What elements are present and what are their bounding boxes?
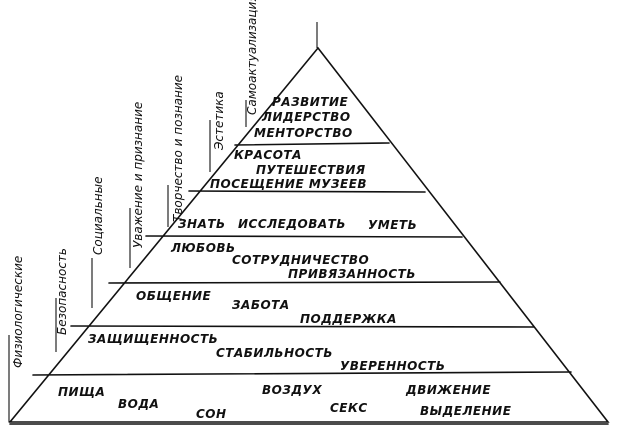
tier-5-item: ИССЛЕДОВАТЬ	[238, 217, 346, 231]
tier-2-item: СТАБИЛЬНОСТЬ	[216, 346, 333, 360]
tier-4-item: ЛЮБОВЬ	[170, 241, 236, 255]
tier-aesthetic: КРАСОТА ПУТЕШЕСТВИЯ ПОСЕЩЕНИЕ МУЗЕЕВ	[210, 148, 367, 191]
tier-5-item: УМЕТЬ	[368, 218, 417, 232]
tier-6-item: ПОСЕЩЕНИЕ МУЗЕЕВ	[210, 177, 367, 191]
tier-3-item: ОБЩЕНИЕ	[136, 289, 212, 303]
need-label-esteem: Уважение и признание	[131, 102, 145, 248]
tier-7-item: РАЗВИТИЕ	[272, 95, 349, 109]
tier-divider-2	[70, 325, 535, 328]
tier-3-item: ПОДДЕРЖКА	[300, 312, 397, 326]
tier-divider-5	[188, 190, 426, 193]
pyramid-outline	[8, 46, 610, 423]
tier-safety: ЗАЩИЩЕННОСТЬ СТАБИЛЬНОСТЬ УВЕРЕННОСТЬ	[88, 332, 446, 373]
tier-cognitive: ЗНАТЬ ИССЛЕДОВАТЬ УМЕТЬ	[178, 217, 417, 232]
tier-divider-4	[145, 235, 463, 238]
need-label-safety: Безопасность	[55, 248, 69, 335]
tier-divider-3	[108, 281, 501, 284]
tier-physiological: ПИЩА ВОДА СОН ВОЗДУХ СЕКС ДВИЖЕНИЕ ВЫДЕЛ…	[58, 383, 512, 421]
tier-3-item: ЗАБОТА	[232, 298, 290, 312]
tier-1-item: СЕКС	[330, 401, 368, 415]
need-label-physiological: Физиологические	[11, 256, 25, 368]
need-label-aesthetic: Эстетика	[212, 91, 226, 151]
tier-5-item: ЗНАТЬ	[178, 217, 226, 231]
tier-4-item: ПРИВЯЗАННОСТЬ	[288, 267, 416, 281]
tier-1-item: ПИЩА	[58, 385, 105, 399]
tier-2-item: ЗАЩИЩЕННОСТЬ	[88, 332, 218, 346]
tier-social-communication: ОБЩЕНИЕ ЗАБОТА ПОДДЕРЖКА	[136, 289, 397, 326]
tier-6-item: КРАСОТА	[234, 148, 302, 162]
tier-1-item: ВОДА	[118, 397, 159, 411]
tier-divider-1	[32, 371, 572, 376]
tier-7-item: ЛИДЕРСТВО	[261, 110, 351, 124]
tier-self-actualization: РАЗВИТИЕ ЛИДЕРСТВО МЕНТОРСТВО	[254, 95, 353, 140]
tier-4-item: СОТРУДНИЧЕСТВО	[232, 253, 369, 267]
need-label-cognitive: Творчество и познание	[171, 75, 185, 222]
tier-2-item: УВЕРЕННОСТЬ	[340, 359, 446, 373]
tier-1-item: ВОЗДУХ	[262, 383, 322, 397]
tier-1-item: ВЫДЕЛЕНИЕ	[420, 404, 512, 418]
need-label-social: Социальные	[91, 177, 105, 256]
tier-6-item: ПУТЕШЕСТВИЯ	[256, 163, 366, 177]
tier-1-item: СОН	[196, 407, 227, 421]
need-label-self-actualization: Самоактуализация	[245, 0, 259, 115]
tier-divider-6	[234, 142, 390, 146]
tier-social-love: ЛЮБОВЬ СОТРУДНИЧЕСТВО ПРИВЯЗАННОСТЬ	[170, 241, 416, 281]
tier-1-item: ДВИЖЕНИЕ	[405, 383, 491, 397]
tier-7-item: МЕНТОРСТВО	[254, 126, 353, 140]
